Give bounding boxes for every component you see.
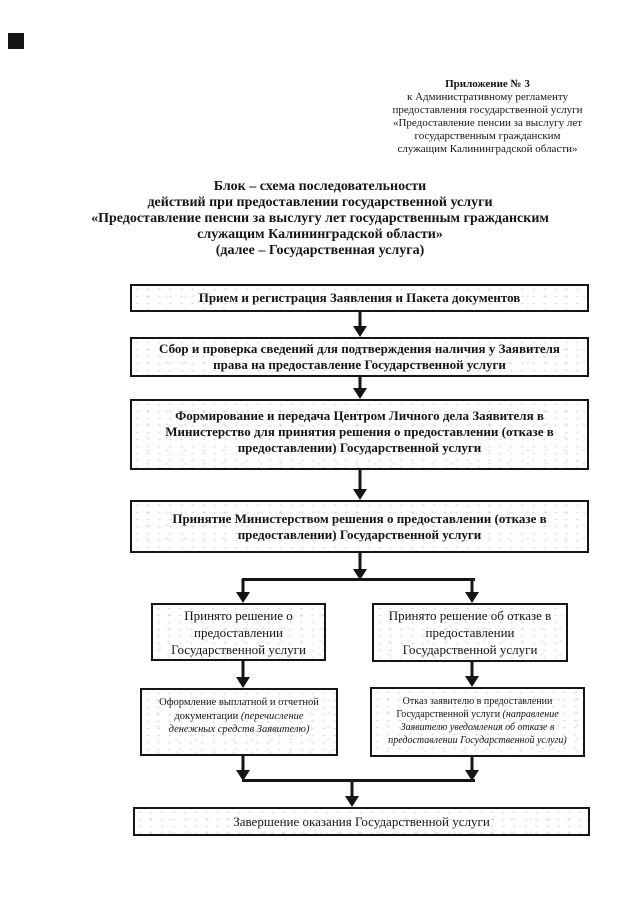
action-text-note: (перечисление денежных средств Заявителю… (168, 710, 310, 736)
flow-step-label: Сбор и проверка сведений для подтвержден… (159, 341, 560, 356)
action-text-note: (направление Заявителю уведомления об от… (388, 709, 567, 746)
arrow-down-icon (353, 553, 367, 580)
branch-label: Государственной услуги (402, 642, 538, 657)
flow-step-label: Принятие Министерством решения о предост… (172, 510, 547, 526)
action-approved: Оформление выплатной и отчетной документ… (140, 688, 338, 756)
flow-step-label: Завершение оказания Государственной услу… (233, 814, 490, 829)
title-line: (далее – Государственная услуга) (215, 243, 425, 258)
arrow-down-icon (236, 661, 250, 688)
arrow-down-icon (345, 782, 359, 807)
arrow-down-icon (353, 312, 367, 337)
action-text-main: Отказ заявителю в предоставлении Государ… (396, 696, 553, 720)
arrow-down-icon (465, 662, 479, 687)
arrow-down-icon (465, 579, 479, 603)
split-connector-line (242, 578, 475, 581)
flow-step-verification: Сбор и проверка сведений для подтвержден… (130, 337, 589, 377)
title-line: служащим Калининградской области» (197, 227, 443, 242)
annex-line: предоставления государственной услуги (392, 104, 583, 116)
title-line: «Предоставление пенсии за выслугу лет го… (91, 211, 549, 226)
flow-step-reception: Прием и регистрация Заявления и Пакета д… (130, 284, 589, 312)
merge-connector-line (242, 779, 475, 782)
arrow-down-icon (236, 579, 250, 603)
annex-line: служащим Калининградской области» (397, 143, 578, 155)
branch-label: Государственной услуги (171, 641, 306, 657)
annex-line: «Предоставление пенсии за выслугу лет (392, 117, 583, 129)
branch-label: предоставлении (425, 625, 515, 640)
branch-label: предоставлении (194, 624, 283, 640)
title-line: действий при предоставлении государствен… (147, 195, 493, 210)
flow-step-label: Формирование и передача Центром Личного … (175, 408, 544, 423)
annex-line: Приложение № 3 (445, 78, 530, 90)
scan-artifact-square (8, 33, 24, 49)
annex-line: к Административному регламенту (406, 91, 569, 103)
action-text-main: Оформление выплатной и отчетной документ… (159, 697, 319, 722)
annex-line: государственным гражданским (414, 130, 561, 142)
action-denied: Отказ заявителю в предоставлении Государ… (370, 687, 585, 757)
title-line: Блок – схема последовательности (213, 179, 427, 194)
flow-step-completion: Завершение оказания Государственной услу… (133, 807, 590, 836)
arrow-down-icon (465, 757, 479, 781)
branch-label: Принято решение об отказе в (388, 608, 552, 623)
action-denied-text: Отказ заявителю в предоставлении Государ… (380, 695, 575, 747)
page-title: Блок – схема последовательности действий… (30, 179, 610, 259)
flow-step-label: права на предоставление Государственной … (213, 357, 506, 372)
flow-step-case-transfer: Формирование и передача Центром Личного … (130, 399, 589, 470)
arrow-down-icon (353, 377, 367, 399)
flow-step-label: предоставлении) Государственной услуги (237, 440, 482, 455)
flow-step-label: Министерство для принятия решения о пред… (165, 424, 554, 439)
flow-step-label: Прием и регистрация Заявления и Пакета д… (198, 290, 521, 305)
arrow-down-icon (353, 470, 367, 500)
action-approved-text: Оформление выплатной и отчетной документ… (150, 696, 328, 737)
branch-denied: Принято решение об отказе в предоставлен… (372, 603, 568, 662)
flow-step-label: предоставлении) Государственной услуги (237, 526, 482, 542)
flow-step-decision: Принятие Министерством решения о предост… (130, 500, 589, 553)
arrow-down-icon (236, 756, 250, 781)
annex-reference: Приложение № 3 к Административному регла… (375, 78, 600, 156)
branch-approved: Принято решение о предоставлении Государ… (151, 603, 326, 661)
branch-label: Принято решение о (184, 607, 293, 623)
